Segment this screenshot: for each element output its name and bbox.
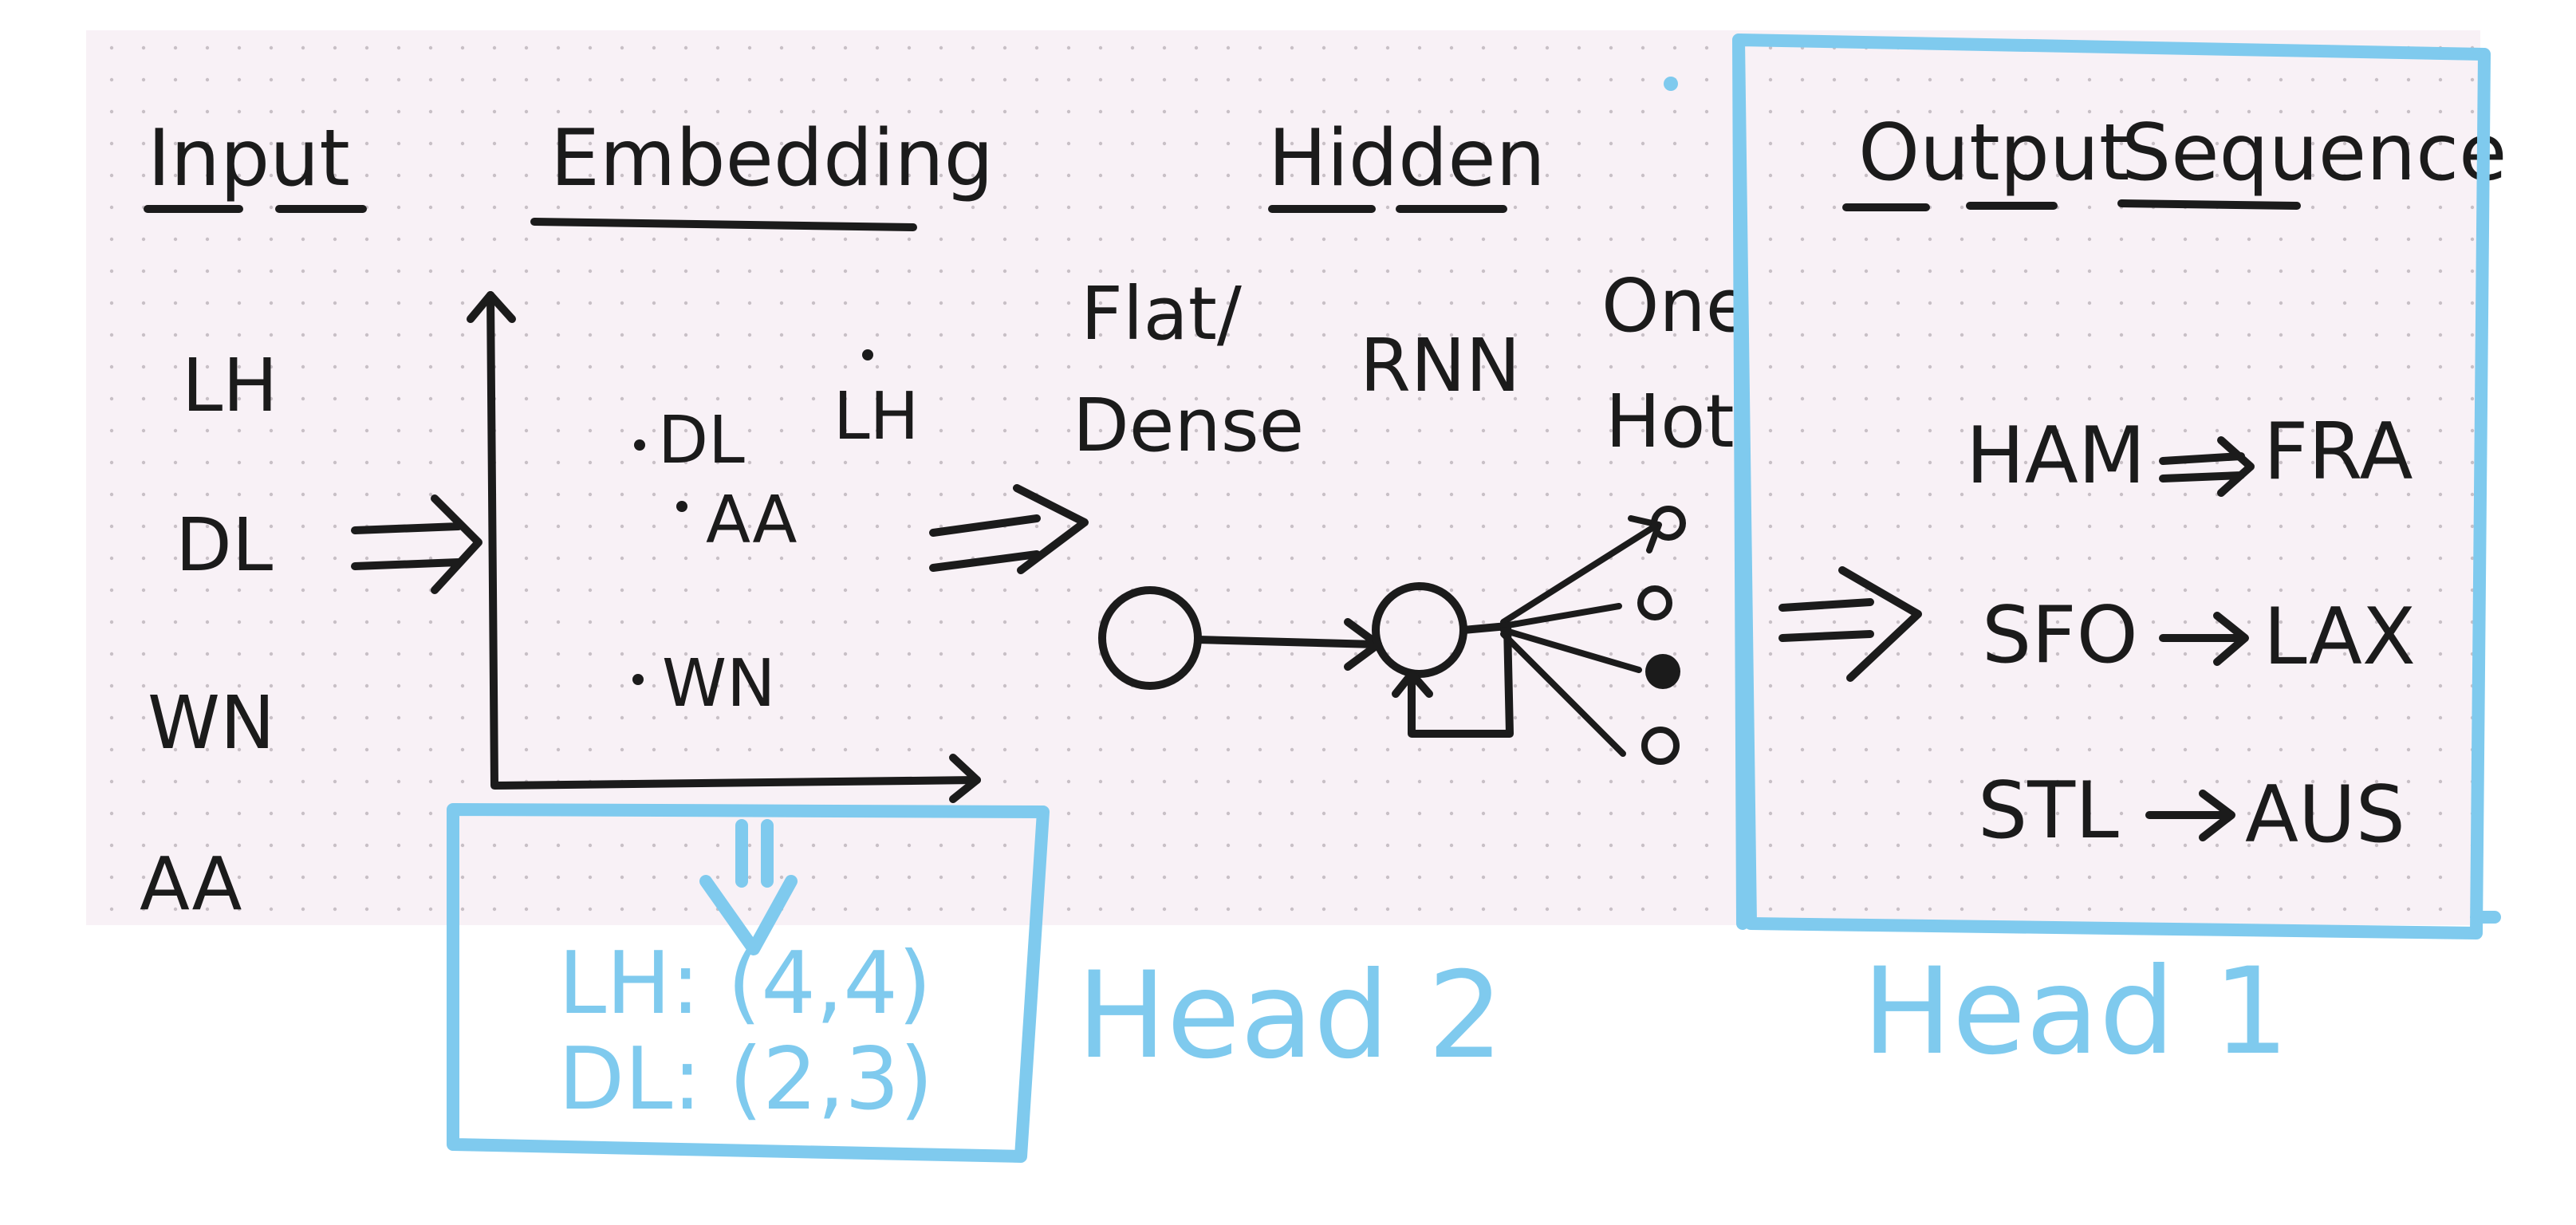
embedding-underline bbox=[530, 218, 917, 231]
hidden-label-hot: Hot bbox=[1605, 379, 1735, 464]
route-row-1: HAM FRA bbox=[1966, 407, 2413, 502]
embedding-point-dl bbox=[634, 439, 645, 451]
onehot-node-2 bbox=[1637, 585, 1672, 620]
double-arrow-icon bbox=[929, 484, 1089, 574]
double-arrow-icon bbox=[1778, 566, 1922, 682]
embedding-label-lh: LH bbox=[833, 379, 919, 455]
embedding-point-lh bbox=[862, 349, 873, 360]
dot-grid bbox=[86, 30, 2480, 925]
embedding-label-wn: WN bbox=[662, 646, 775, 722]
onehot-node-4 bbox=[1641, 727, 1680, 765]
hidden-heading: Hidden bbox=[1268, 113, 1546, 204]
route-row-3: STL AUS bbox=[1978, 766, 2405, 861]
onehot-node-1 bbox=[1651, 506, 1686, 541]
head-2-box bbox=[447, 803, 1050, 1163]
embedding-value-lh: LH: (4,4) bbox=[558, 934, 932, 1034]
route-from: HAM bbox=[1966, 411, 2145, 502]
hidden-label-rnn: RNN bbox=[1360, 323, 1521, 408]
hidden-label-flat: Flat/ bbox=[1081, 271, 1242, 356]
embedding-axes bbox=[467, 291, 981, 803]
output-underline bbox=[1842, 199, 2301, 211]
route-to: AUS bbox=[2245, 770, 2405, 861]
network-graph bbox=[1098, 506, 1686, 765]
route-from: SFO bbox=[1982, 590, 2138, 681]
hidden-label-dense: Dense bbox=[1073, 383, 1304, 468]
input-item-lh: LH bbox=[182, 343, 278, 428]
embedding-label-aa: AA bbox=[706, 483, 797, 558]
head-1-box bbox=[1732, 33, 2501, 939]
route-row-2: SFO LAX bbox=[1982, 590, 2416, 683]
input-heading: Input bbox=[148, 113, 350, 204]
output-heading-2: Sequence bbox=[2121, 108, 2507, 199]
hidden-label-one: One bbox=[1601, 263, 1751, 349]
embedding-point-aa bbox=[676, 501, 687, 512]
input-item-wn: WN bbox=[148, 680, 275, 766]
arrow-icon bbox=[2159, 436, 2255, 497]
stray-ink-dot bbox=[1664, 77, 1678, 91]
recurrent-loop bbox=[1392, 622, 1514, 738]
embedding-value-dl: DL: (2,3) bbox=[558, 1030, 933, 1129]
head-1-label: Head 1 bbox=[1862, 943, 2289, 1081]
output-heading-1: Output bbox=[1858, 108, 2129, 199]
embedding-point-wn bbox=[632, 674, 644, 685]
route-to: FRA bbox=[2263, 407, 2413, 498]
double-arrow-icon bbox=[351, 494, 483, 594]
onehot-node-3-active bbox=[1645, 654, 1680, 689]
head-2-label: Head 2 bbox=[1077, 947, 1503, 1085]
input-item-dl: DL bbox=[175, 502, 273, 588]
arrow-icon bbox=[2159, 612, 2249, 666]
route-to: LAX bbox=[2263, 592, 2416, 683]
embedding-heading: Embedding bbox=[550, 113, 994, 204]
input-item-aa: AA bbox=[140, 841, 242, 927]
embedding-label-dl: DL bbox=[658, 403, 745, 479]
arrow-icon bbox=[2145, 790, 2235, 841]
route-from: STL bbox=[1978, 766, 2119, 857]
